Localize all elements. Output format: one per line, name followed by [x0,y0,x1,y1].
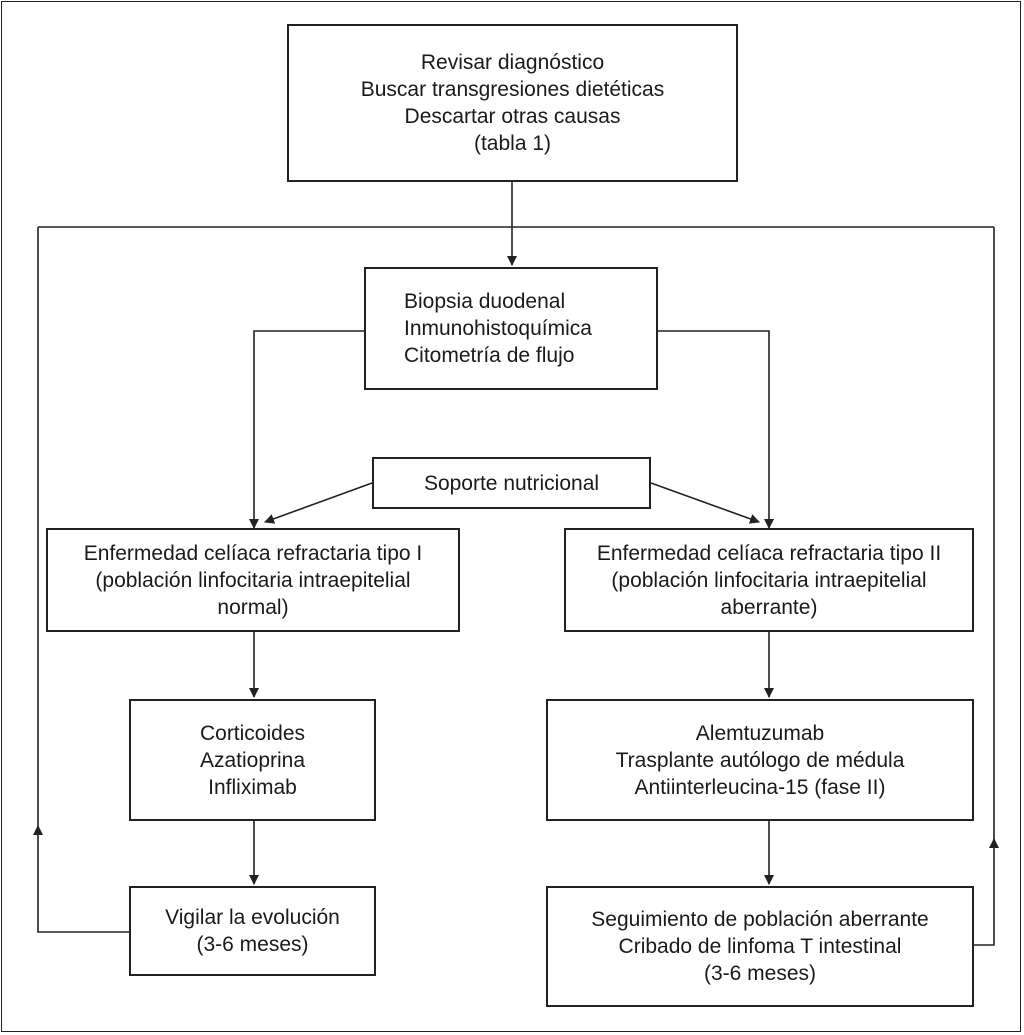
review-text-line: Descartar otras causas [404,105,621,128]
type2-text-line: aberrante) [720,595,818,619]
follow2-text-line: (3-6 meses) [703,962,817,985]
follow1-text-line: (3-6 meses) [196,933,309,956]
review-text-line: Revisar diagnóstico [420,51,605,74]
nutritional-support-box: Soporte nutricional [372,457,651,509]
arrow-biopsy-to-type1 [249,330,364,529]
review-text-line: (tabla 1) [473,132,552,155]
treat2-text-line: Trasplante autólogo de médula [615,748,905,772]
follow2-text-line: Cribado de linfoma T intestinal [618,935,902,958]
treat2-text-line: Antiinterleucina-15 (fase II) [634,775,886,799]
type1-text-line: (población linfocitaria intraepitelial [95,568,411,592]
biopsy-text-line: Citometría de flujo [404,344,575,367]
loop-left-return [33,825,129,933]
biopsy-text-line: Biopsia duodenal [404,290,566,313]
type1-text-line: normal) [217,595,289,619]
treat2-text-line: Alemtuzumab [695,721,825,745]
loop-right-return [974,838,999,946]
biopsy-text-line: Inmunohistoquímica [404,317,592,340]
refractory-type-2-box: Enfermedad celíaca refractaria tipo II (p… [564,528,974,632]
treat1-text-line: Corticoides [199,721,306,745]
follow1-text-line: Vigilar la evolución [165,906,340,929]
follow2-text-line: Seguimiento de población aberrante [591,908,929,931]
follow-up-type-1-box: Vigilar la evolución (3-6 meses) [129,886,376,976]
arrow-nutrition-to-type2 [650,482,760,524]
treat1-text-line: Infliximab [208,775,297,799]
treat1-text-line: Azatioprina [199,748,306,772]
arrow-nutrition-to-type1 [264,482,373,524]
refractory-type-1-box: Enfermedad celíaca refractaria tipo I (po… [46,528,460,632]
nutrition-text-line: Soporte nutricional [423,471,600,495]
type2-text-line: Enfermedad celíaca refractaria tipo II [596,541,942,565]
review-text-line: Buscar transgresiones dietéticas [360,78,665,101]
type1-text-line: Enfermedad celíaca refractaria tipo I [83,541,423,565]
type2-text-line: (población linfocitaria intraepitelial [611,568,927,592]
arrow-biopsy-to-type2 [658,330,774,529]
